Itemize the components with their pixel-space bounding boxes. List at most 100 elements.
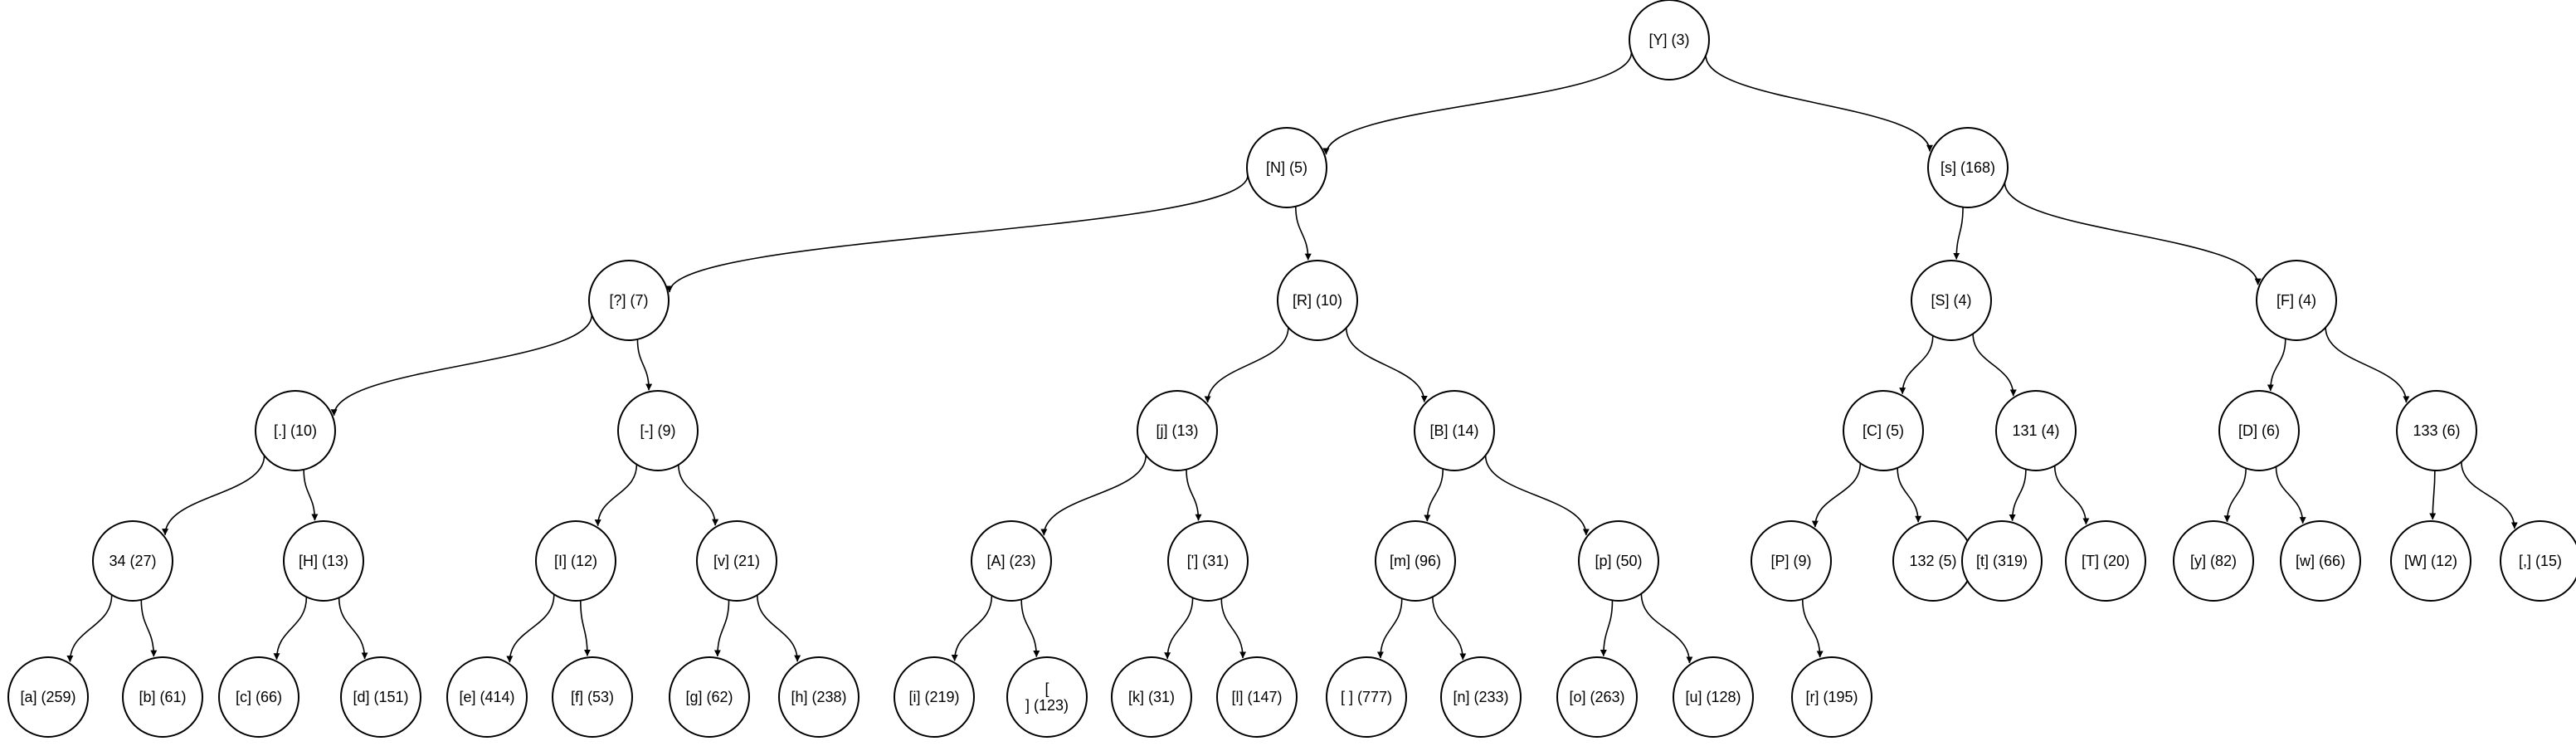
- edge-N-to-R: [1295, 206, 1312, 261]
- edge-v-to-h: [757, 595, 801, 662]
- tree-node: [D] (6): [2218, 390, 2300, 471]
- tree-node: [A] (23): [971, 520, 1052, 602]
- node-circle: [340, 656, 421, 738]
- tree-node: [ ] (777): [1326, 656, 1407, 738]
- node-circle: [1843, 390, 1924, 471]
- edge-P-to-r: [1801, 598, 1824, 658]
- edge-H-to-c: [273, 597, 308, 661]
- node-label: [?] (7): [609, 292, 648, 309]
- node-circle: [552, 656, 633, 738]
- tree-node: 131 (4): [1995, 390, 2077, 471]
- edge-dot-to-H: [303, 469, 319, 521]
- edge-v-to-g: [713, 600, 730, 657]
- edge-C-to-P: [1811, 463, 1862, 528]
- node-label: 131 (4): [2012, 422, 2059, 439]
- tree-node: [W] (12): [2390, 520, 2471, 602]
- tree-node: [u] (128): [1673, 656, 1754, 738]
- tree-node: [l] (147): [1216, 656, 1298, 738]
- tree-node: [S] (4): [1911, 260, 1992, 341]
- tree-node: [s] (168): [1927, 127, 2009, 208]
- node-label: [u] (128): [1685, 689, 1741, 705]
- node-circle: [1111, 656, 1192, 738]
- tree-node: [,] (15): [2500, 520, 2576, 602]
- edge-Y-to-s: [1705, 55, 1933, 152]
- node-circle: [2256, 260, 2337, 341]
- tree-node: [p] (50): [1578, 520, 1659, 602]
- edge-R-to-j: [1204, 327, 1289, 403]
- node-label: [T] (20): [2082, 553, 2130, 569]
- node-circle: [1326, 656, 1407, 738]
- edge-B-to-m: [1424, 468, 1444, 522]
- edge-133-to-W: [2429, 470, 2437, 520]
- node-circle: [894, 656, 975, 738]
- node-label: [s] (168): [1941, 159, 1995, 176]
- node-label: [v] (21): [713, 553, 760, 569]
- edge-j-to-apos: [1186, 469, 1202, 521]
- node-circle: [1995, 390, 2077, 471]
- edge-F-to-133: [2325, 327, 2410, 403]
- node-label: [D] (6): [2238, 422, 2280, 439]
- tree-node: [n] (233): [1440, 656, 1522, 738]
- node-label: [l] (147): [1231, 689, 1282, 705]
- edge-B-to-p: [1484, 455, 1590, 536]
- tree-node: [e] (414): [446, 656, 528, 738]
- tree-node: [] (123): [1006, 656, 1088, 738]
- node-label: [R] (10): [1293, 292, 1342, 309]
- node-label: [m] (96): [1390, 553, 1441, 569]
- tree-node: 132 (5): [1892, 520, 1974, 602]
- node-circle: [1578, 520, 1659, 602]
- node-label: [] (123): [1025, 680, 1069, 714]
- tree-node: [g] (62): [669, 656, 750, 738]
- edge-j-to-A: [1040, 455, 1147, 536]
- node-circle: [2065, 520, 2146, 602]
- node-label: [Y] (3): [1648, 32, 1689, 48]
- tree-node: [P] (9): [1751, 520, 1832, 602]
- edge-q-to-dot: [330, 314, 593, 417]
- edge-N-to-q: [666, 175, 1249, 293]
- node-label: [e] (414): [459, 689, 514, 705]
- node-label: [d] (151): [353, 689, 408, 705]
- node-circle: [696, 520, 777, 602]
- node-label: ['] (31): [1187, 553, 1229, 569]
- node-circle: [1277, 260, 1358, 341]
- edge-A-to-nl: [1020, 599, 1040, 658]
- node-label: [j] (13): [1156, 422, 1198, 439]
- tree-node: [w] (66): [2280, 520, 2361, 602]
- edge-q-to-dash: [636, 339, 653, 391]
- edge-apos-to-l: [1220, 598, 1247, 659]
- edge-dash-to-I: [594, 464, 638, 527]
- node-label: [-] (9): [640, 422, 676, 439]
- node-label: [b] (61): [139, 689, 186, 705]
- edge-p-to-u: [1640, 593, 1693, 664]
- tree-node: [m] (96): [1375, 520, 1456, 602]
- node-circle: [1629, 0, 1710, 80]
- node-circle: [7, 656, 89, 738]
- tree-node: [R] (10): [1277, 260, 1358, 341]
- edge-D-to-y: [2223, 468, 2247, 523]
- edge-C-to-132: [1897, 467, 1922, 523]
- node-circle: [535, 520, 616, 602]
- node-label: [N] (5): [1266, 159, 1307, 176]
- tree-node: [v] (21): [696, 520, 777, 602]
- node-circle: [971, 520, 1052, 602]
- node-circle: [1673, 656, 1754, 738]
- tree-node: [k] (31): [1111, 656, 1192, 738]
- node-circle: [2396, 390, 2477, 471]
- node-label: [W] (12): [2404, 553, 2457, 569]
- node-label: [y] (82): [2190, 553, 2237, 569]
- edge-D-to-w: [2275, 466, 2306, 524]
- node-circle: [1961, 520, 2043, 602]
- node-circle: [218, 656, 299, 738]
- edge-133-to-comma: [2461, 461, 2518, 529]
- edge-apos-to-k: [1164, 597, 1194, 660]
- node-label: [t] (319): [1976, 553, 2028, 569]
- node-label: [k] (31): [1128, 689, 1175, 705]
- tree-node: [B] (14): [1414, 390, 1495, 471]
- node-label: [B] (14): [1429, 422, 1478, 439]
- node-circle: [1791, 656, 1872, 738]
- tree-node: [t] (319): [1961, 520, 2043, 602]
- tree-node: [h] (238): [778, 656, 859, 738]
- node-circle: [1751, 520, 1832, 602]
- node-label: [w] (66): [2296, 553, 2345, 569]
- node-label: [f] (53): [571, 689, 614, 705]
